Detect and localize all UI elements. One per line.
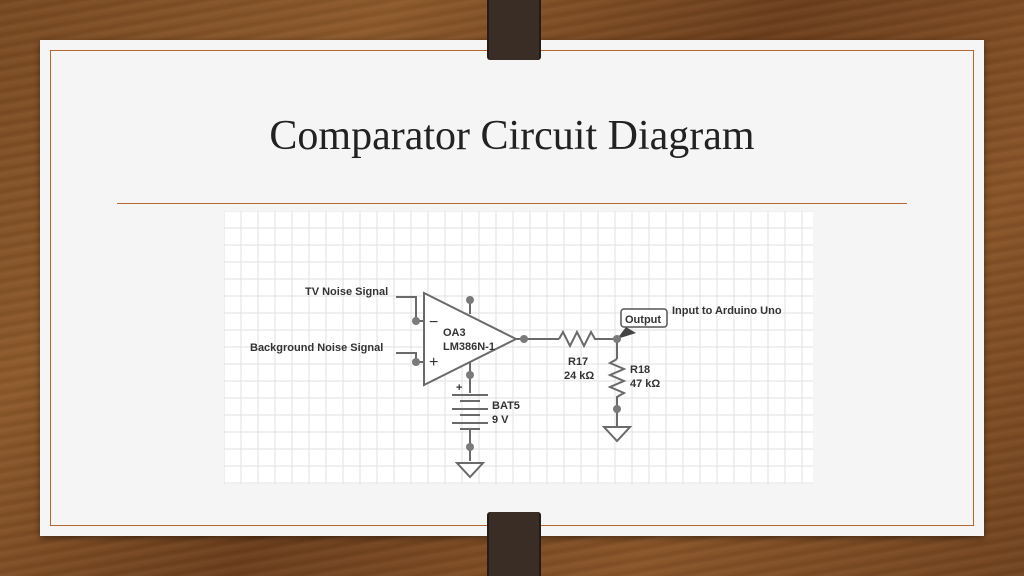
slide-title: Comparator Circuit Diagram — [269, 113, 755, 159]
label-tv-noise-signal: TV Noise Signal — [305, 286, 388, 298]
label-opamp-model: LM386N-1 — [443, 341, 495, 353]
label-opamp-name: OA3 — [443, 327, 466, 339]
connection-nodes — [412, 296, 621, 451]
label-output-note: Input to Arduino Uno — [672, 305, 782, 317]
node-opamp-top — [466, 296, 474, 304]
top-binder-clip — [487, 0, 541, 60]
node-plus — [412, 358, 420, 366]
label-r18-value: 47 kΩ — [630, 378, 660, 390]
ground-symbol-battery — [454, 462, 486, 479]
output-tag-box — [620, 308, 668, 328]
label-r17-value: 24 kΩ — [564, 370, 594, 382]
opamp-symbol — [423, 291, 519, 387]
wire-tv-noise — [396, 296, 417, 321]
title-divider — [117, 203, 907, 204]
node-output-junction — [613, 335, 621, 343]
ground-symbol-right — [601, 426, 633, 443]
label-r17-name: R17 — [568, 356, 588, 368]
node-opamp-output — [520, 335, 528, 343]
node-opamp-bottom — [466, 371, 474, 379]
node-battery-bottom — [466, 443, 474, 451]
bottom-binder-clip — [487, 512, 541, 576]
label-plus-sign: + — [429, 354, 438, 371]
label-r18-name: R18 — [630, 364, 650, 376]
label-battery-value: 9 V — [492, 414, 509, 426]
node-minus — [412, 317, 420, 325]
resistor-r17 — [558, 329, 599, 349]
label-output-tag: Output — [625, 314, 661, 326]
resistor-r18 — [607, 358, 627, 401]
circuit-diagram: TV Noise Signal Background Noise Signal … — [224, 211, 813, 484]
label-battery-name: BAT5 — [492, 400, 520, 412]
output-probe-marker — [617, 327, 636, 339]
battery-bat5 — [452, 394, 488, 430]
label-minus-sign: − — [429, 314, 438, 331]
node-r18-bottom — [613, 405, 621, 413]
label-background-noise-signal: Background Noise Signal — [250, 342, 383, 354]
label-battery-plus: + — [456, 382, 462, 394]
